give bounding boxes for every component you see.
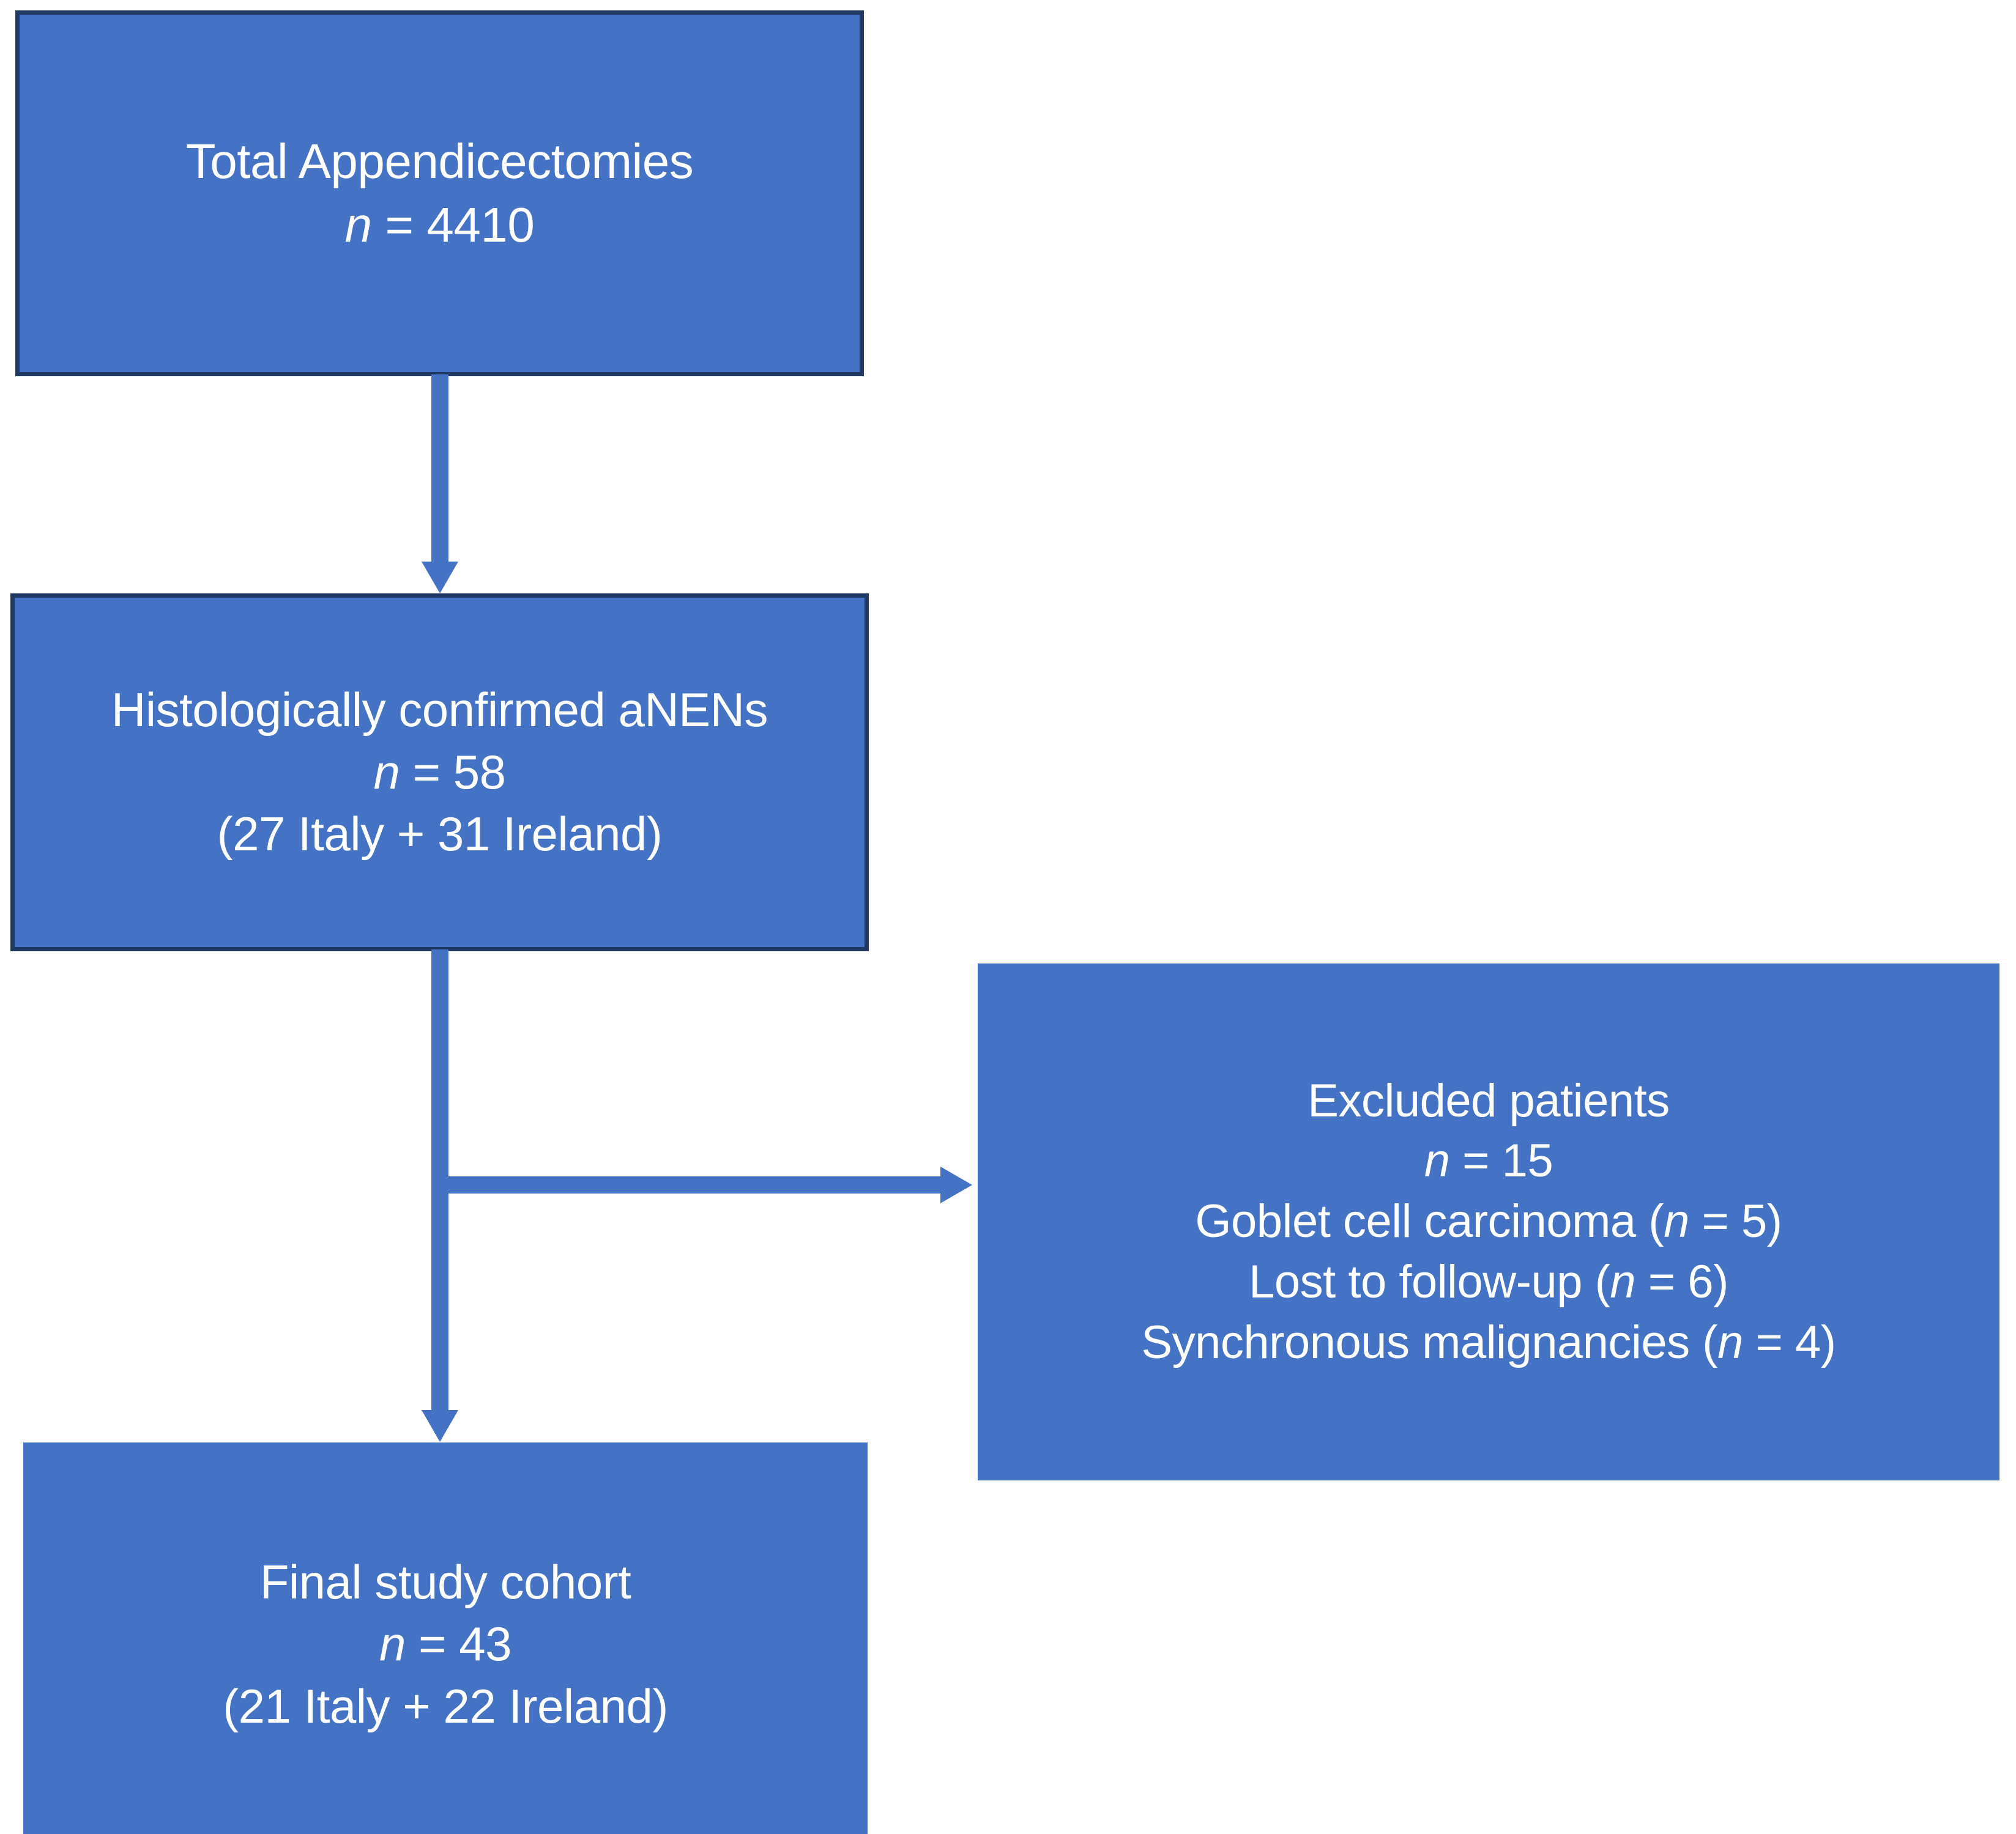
reason-goblet-close: ) [1766,1195,1782,1248]
reason-goblet-n-italic: n [1664,1195,1689,1248]
box-final-count: n = 43 [379,1613,512,1675]
box-final-n-value: = 43 [405,1617,512,1671]
box-total-n-value: = 4410 [371,198,535,252]
reason-goblet-n-value: = 5 [1689,1195,1767,1248]
box-histologically-confirmed-anens: Histologically confirmed aNENs n = 58 (2… [10,593,869,951]
box-excluded-reason-synchronous: Synchronous malignancies (n = 4) [1141,1313,1836,1373]
box-total-count: n = 4410 [345,193,535,257]
reason-synchronous-n-italic: n [1717,1316,1743,1368]
box-final-title: Final study cohort [259,1554,631,1609]
box-histology-n-italic: n [373,744,400,799]
box-histology-title: Histologically confirmed aNENs [111,683,768,737]
box-histology-breakdown: (27 Italy + 31 Ireland) [217,807,663,861]
arrow-histology-to-excluded-shaft [440,1176,942,1194]
box-excluded-title: Excluded patients [1307,1074,1670,1127]
reason-synchronous-close: ) [1820,1316,1836,1368]
box-final-breakdown: (21 Italy + 22 Ireland) [223,1679,668,1733]
box-excluded-reason-goblet: Goblet cell carcinoma (n = 5) [1195,1192,1782,1252]
reason-lost-close: ) [1713,1255,1728,1308]
arrow-histology-to-final-head-icon [422,1410,458,1442]
box-excluded-patients: Excluded patients n = 15 Goblet cell car… [978,963,1999,1480]
reason-synchronous-n-value: = 4 [1743,1316,1821,1368]
reason-goblet-text: Goblet cell carcinoma ( [1195,1195,1664,1248]
arrow-histology-to-excluded-head-icon [940,1167,972,1203]
reason-lost-n-italic: n [1610,1255,1636,1308]
reason-lost-text: Lost to follow-up ( [1249,1255,1610,1308]
reason-synchronous-text: Synchronous malignancies ( [1141,1316,1718,1368]
box-histology-count: n = 58 [373,741,507,803]
box-final-study-cohort: Final study cohort n = 43 (21 Italy + 22… [23,1442,868,1834]
box-excluded-count: n = 15 [1424,1131,1553,1192]
box-excluded-n-value: = 15 [1449,1135,1553,1187]
box-final-n-italic: n [379,1617,406,1671]
box-histology-n-value: = 58 [400,744,507,799]
arrow-total-to-histology-shaft [431,374,448,563]
box-excluded-reason-lost-followup: Lost to follow-up (n = 6) [1249,1252,1728,1313]
reason-lost-n-value: = 6 [1635,1255,1714,1308]
box-total-title: Total Appendicectomies [185,134,694,188]
box-total-appendicectomies: Total Appendicectomies n = 4410 [15,10,864,376]
arrow-total-to-histology-head-icon [422,562,458,593]
box-excluded-n-italic: n [1424,1135,1450,1187]
box-total-n-italic: n [344,198,373,252]
